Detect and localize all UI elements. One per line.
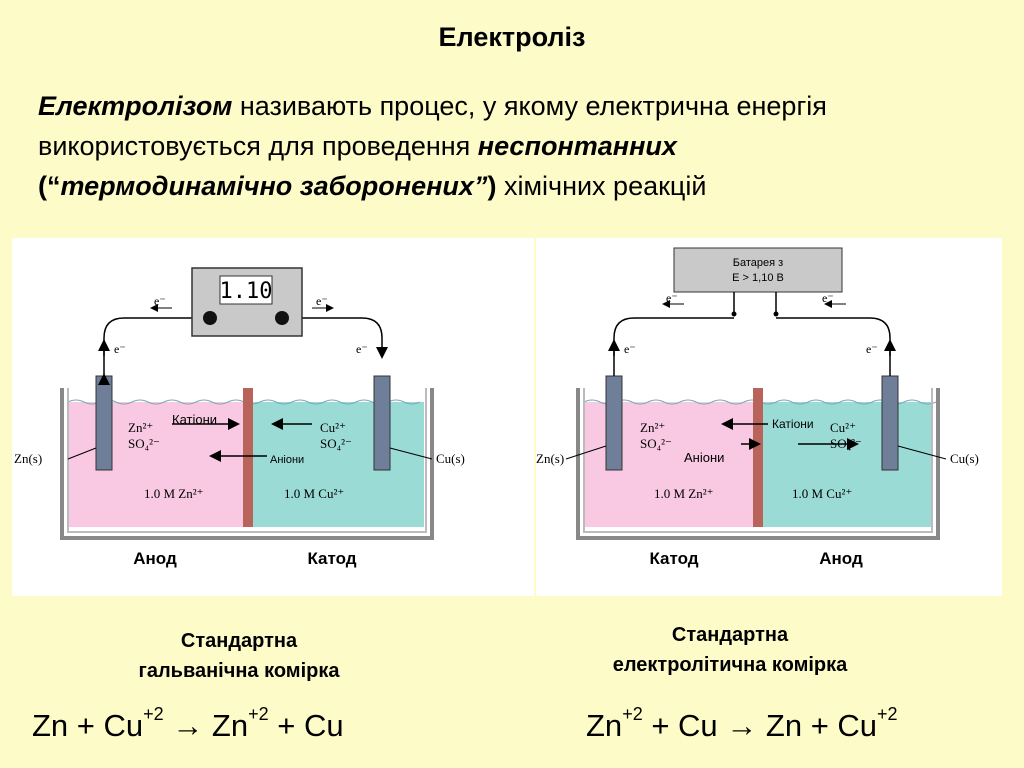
right-conc: 1.0 M Cu²⁺ <box>284 486 344 501</box>
definition-part4: хімічних реакцій <box>496 171 707 201</box>
eq-right-a-sup: +2 <box>622 704 643 724</box>
galvanic-caption-line1: Стандартна <box>180 630 298 652</box>
eq-left-a: Zn + Cu <box>32 708 144 743</box>
galvanic-caption: Стандартна гальванічна комірка <box>80 626 398 686</box>
left-ions-1: Zn²⁺ <box>640 420 665 435</box>
wire-left <box>98 317 212 385</box>
voltmeter-display <box>219 275 273 305</box>
cathode-label: Катод <box>649 549 698 568</box>
cu-electrode-label: Cu(s) <box>436 451 465 466</box>
e-label-4: e⁻ <box>356 342 368 356</box>
definition-bold1: неспонтанних <box>477 131 677 161</box>
e-label-1: e⁻ <box>154 294 166 308</box>
anode-solution <box>68 402 244 527</box>
eq-right-a: Zn <box>586 708 623 743</box>
left-electrode-label: Zn(s) <box>536 451 564 466</box>
e-label-1: e⁻ <box>666 291 678 305</box>
e-label-2: e⁻ <box>822 291 834 305</box>
galvanic-caption-line2: гальванічна комірка <box>138 660 340 682</box>
anions-label: Аніони <box>270 454 304 466</box>
e-label-2: e⁻ <box>316 294 328 308</box>
right-solution <box>762 402 932 527</box>
definition-bold2: термодинамічно заборонених <box>60 171 474 201</box>
salt-bridge <box>753 388 763 527</box>
right-electrode-label: Cu(s) <box>950 451 979 466</box>
cations-label: Катіони <box>772 417 814 431</box>
galvanic-equation: Zn + Cu+2 → Zn+2 + Cu <box>32 704 344 744</box>
right-ions-2: SO₄²⁻ <box>830 436 862 451</box>
eq-right-b: + Cu → Zn + Cu <box>642 708 878 743</box>
definition-text: Електролізом називають процес, у якому е… <box>38 86 998 206</box>
electrolytic-equation: Zn+2 + Cu → Zn + Cu+2 <box>586 704 898 744</box>
eq-left-b: → Zn <box>163 708 249 743</box>
e-label-3: e⁻ <box>114 342 126 356</box>
definition-quote-close: ” <box>473 171 488 201</box>
left-ions-2: SO₄²⁻ <box>128 436 160 451</box>
anions-label: Аніони <box>684 450 724 465</box>
definition-part1: називають процес, у якому електрична ене… <box>38 91 827 161</box>
electrolytic-caption-line2: електролітична комірка <box>612 654 848 676</box>
galvanic-cell-figure: 1.10 e⁻ e⁻ e⁻ e⁻ Катіони Аніони Zn(s) Cu… <box>12 238 534 596</box>
left-conc: 1.0 M Zn²⁺ <box>144 486 204 501</box>
definition-part2: ( <box>38 171 47 201</box>
left-ions-2: SO₄²⁻ <box>640 436 672 451</box>
battery-line2: E > 1,10 B <box>732 272 784 284</box>
definition-term: Електролізом <box>38 91 233 121</box>
battery-line1: Батарея з <box>733 257 783 269</box>
left-ions-1: Zn²⁺ <box>128 420 153 435</box>
anode-label: Анод <box>133 549 177 568</box>
zn-electrode <box>95 375 113 471</box>
cations-label: Катіони <box>172 412 217 427</box>
beaker <box>576 388 940 540</box>
electrolytic-caption: Стандартна електролітична комірка <box>560 620 900 680</box>
right-conc: 1.0 M Cu²⁺ <box>792 486 852 501</box>
zn-electrode-label: Zn(s) <box>14 451 42 466</box>
left-conc: 1.0 M Zn²⁺ <box>654 486 714 501</box>
e-label-4: e⁻ <box>866 342 878 356</box>
right-ions-2: SO₄²⁻ <box>320 436 352 451</box>
battery <box>673 247 843 293</box>
electrolytic-cell-figure: Батарея з E > 1,10 B e⁻ e⁻ e⁻ e⁻ Катіони… <box>536 238 1002 596</box>
definition-part3: ) <box>487 171 497 201</box>
eq-left-a-sup: +2 <box>143 704 164 724</box>
right-electrode <box>881 375 899 471</box>
right-ions-1: Cu²⁺ <box>830 420 856 435</box>
electrolytic-caption-line1: Стандартна <box>671 624 789 646</box>
slide-title: Електроліз <box>438 22 586 52</box>
eq-left-b-sup: +2 <box>248 704 269 724</box>
anode-label: Анод <box>819 549 863 568</box>
definition-quote-open: “ <box>47 171 61 201</box>
right-ions-1: Cu²⁺ <box>320 420 346 435</box>
cathode-label: Катод <box>307 549 356 568</box>
voltmeter-reading: 1.10 <box>220 279 273 304</box>
wire-right <box>282 317 388 359</box>
left-electrode <box>605 375 623 471</box>
eq-right-b-sup: +2 <box>877 704 898 724</box>
e-label-3: e⁻ <box>624 342 636 356</box>
cu-electrode <box>373 375 391 471</box>
salt-bridge <box>243 388 253 527</box>
eq-left-c: + Cu <box>268 708 344 743</box>
beaker <box>60 388 434 540</box>
